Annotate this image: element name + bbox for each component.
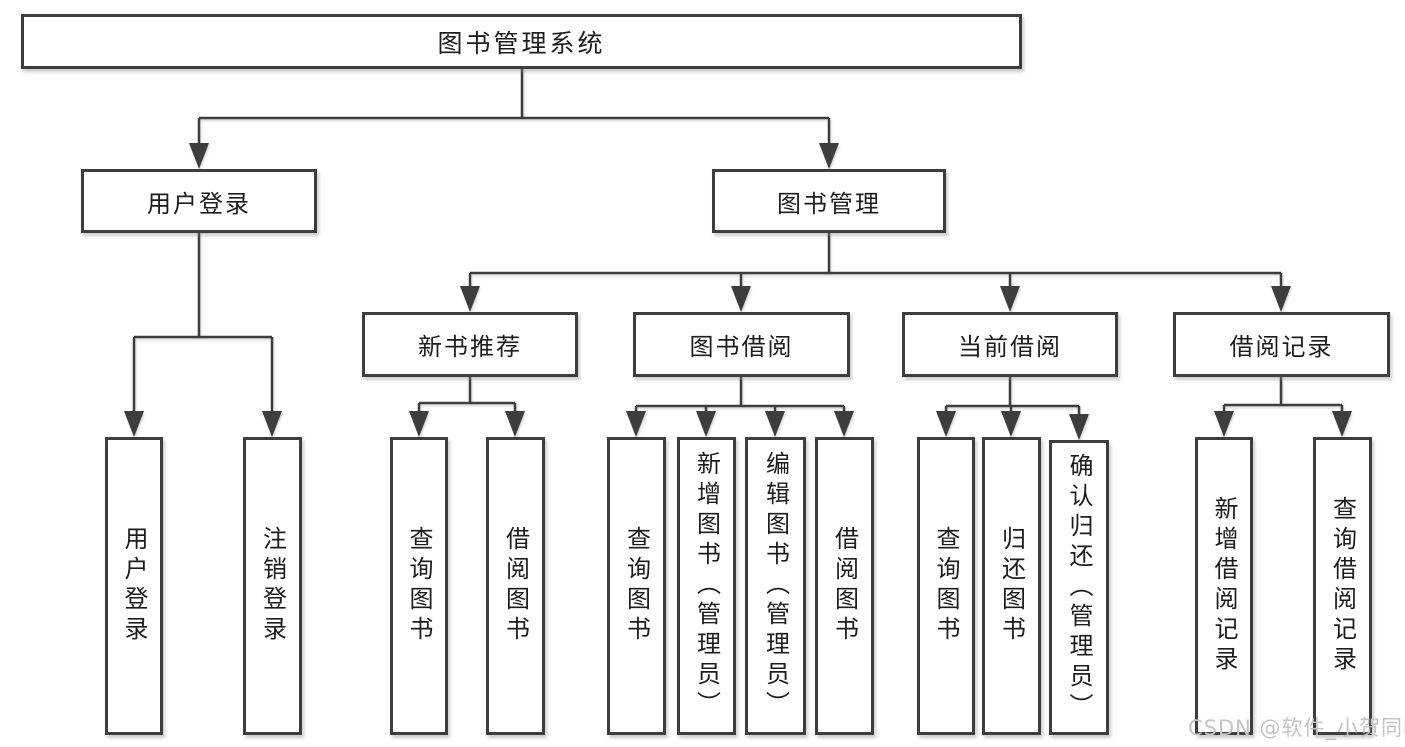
watermark: CSDN @软件_小贺同学: [1188, 716, 1405, 740]
node-book-borrow: 图书借阅: [633, 312, 850, 377]
node-label-leaf-return-book: 归还图书: [997, 526, 1026, 646]
node-label-borrow-records: 借阅记录: [1229, 333, 1334, 361]
node-label-leaf-query-record: 查询借阅记录: [1328, 496, 1357, 676]
node-label-leaf-query-book-3: 查询图书: [932, 526, 960, 646]
arrowhead-icon: [1214, 411, 1234, 437]
arrowhead-icon: [936, 411, 956, 437]
node-label-leaf-user-login: 用户登录: [120, 526, 148, 646]
node-current-borrow: 当前借阅: [902, 312, 1118, 377]
arrowhead-icon: [262, 411, 282, 437]
arrowhead-icon: [1332, 411, 1352, 437]
node-leaf-add-record: 新增借阅记录: [1195, 437, 1253, 735]
arrowhead-icon: [189, 143, 209, 169]
node-label-book-mgmt-group: 图书管理: [777, 189, 881, 218]
node-leaf-query-book-1: 查询图书: [390, 437, 448, 735]
node-borrow-records: 借阅记录: [1173, 312, 1390, 377]
node-user-login-group: 用户登录: [81, 169, 317, 233]
arrowhead-icon: [409, 411, 429, 437]
arrowhead-icon: [1271, 286, 1291, 312]
arrowhead-icon: [819, 143, 839, 169]
node-leaf-return-book: 归还图书: [982, 437, 1041, 735]
node-label-leaf-add-record: 新增借阅记录: [1210, 496, 1238, 676]
arrowhead-icon: [834, 411, 854, 437]
arrowhead-icon: [1001, 411, 1021, 437]
node-leaf-logout: 注销登录: [243, 437, 302, 735]
node-label-book-borrow: 图书借阅: [689, 333, 794, 361]
node-label-leaf-borrow-book-1: 借阅图书: [501, 526, 530, 646]
node-label-new-book-rec: 新书推荐: [418, 333, 522, 361]
node-label-leaf-borrow-book-2: 借阅图书: [830, 526, 859, 646]
node-label-leaf-query-book-1: 查询图书: [405, 526, 433, 646]
node-label-user-login-group: 用户登录: [147, 189, 251, 218]
node-leaf-query-book-2: 查询图书: [607, 437, 666, 735]
node-label-leaf-edit-book: 编辑图书（管理员）: [761, 451, 790, 721]
node-leaf-edit-book: 编辑图书（管理员）: [745, 437, 806, 735]
arrowhead-icon: [505, 411, 525, 437]
node-label-leaf-confirm-return: 确认归还（管理员）: [1065, 452, 1093, 723]
node-leaf-query-record: 查询借阅记录: [1313, 437, 1372, 735]
node-leaf-user-login: 用户登录: [105, 437, 163, 735]
node-book-mgmt-group: 图书管理: [712, 169, 946, 233]
node-label-current-borrow: 当前借阅: [958, 333, 1062, 361]
arrowhead-icon: [626, 411, 646, 437]
arrowhead-icon: [460, 286, 480, 312]
arrowhead-icon: [1069, 414, 1089, 440]
arrowhead-icon: [696, 411, 716, 437]
node-label-leaf-query-book-2: 查询图书: [622, 526, 651, 646]
node-leaf-confirm-return: 确认归还（管理员）: [1049, 440, 1109, 735]
node-label-leaf-add-book: 新增图书（管理员）: [692, 451, 721, 721]
arrowhead-icon: [765, 411, 785, 437]
node-label-root: 图书管理系统: [437, 28, 606, 58]
node-leaf-borrow-book-1: 借阅图书: [486, 437, 545, 735]
node-leaf-query-book-3: 查询图书: [917, 437, 975, 735]
node-root: 图书管理系统: [21, 14, 1022, 69]
arrowhead-icon: [124, 411, 144, 437]
arrowhead-icon: [731, 286, 751, 312]
node-leaf-add-book: 新增图书（管理员）: [677, 437, 736, 735]
node-label-leaf-logout: 注销登录: [258, 526, 287, 646]
node-leaf-borrow-book-2: 借阅图书: [815, 437, 874, 735]
arrowhead-icon: [1000, 286, 1020, 312]
node-new-book-rec: 新书推荐: [362, 312, 578, 377]
